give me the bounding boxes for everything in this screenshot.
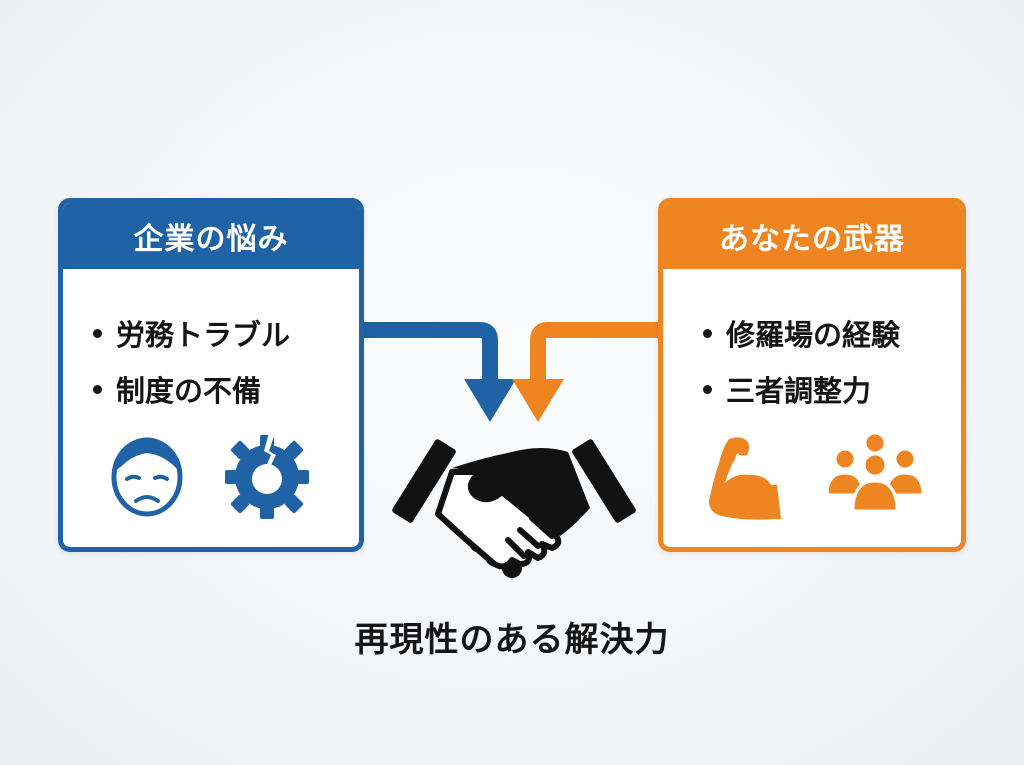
problem-list: 労務トラブル 制度の不備	[93, 307, 290, 419]
list-item: 労務トラブル	[93, 307, 290, 363]
panel-title: 企業の悩み	[63, 203, 359, 269]
list-item: 修羅場の経験	[703, 307, 900, 363]
broken-gear-icon	[225, 433, 309, 519]
blue-arrow	[364, 322, 516, 422]
company-problems-panel: 企業の悩み 労務トラブル 制度の不備	[58, 198, 364, 552]
handshake-icon	[392, 439, 636, 578]
strength-list: 修羅場の経験 三者調整力	[703, 307, 900, 419]
result-caption: 再現性のある解決力	[354, 620, 670, 660]
list-item: 三者調整力	[703, 363, 900, 419]
flexed-arm-icon	[709, 437, 781, 520]
your-strengths-panel: あなたの武器 修羅場の経験 三者調整力	[658, 198, 966, 552]
panel-title: あなたの武器	[663, 203, 961, 269]
bullet-icon	[93, 384, 102, 394]
orange-arrow	[512, 322, 658, 422]
list-item: 制度の不備	[93, 363, 290, 419]
group-icon	[825, 431, 925, 513]
bullet-icon	[93, 328, 102, 338]
bullet-icon	[703, 384, 712, 394]
sad-face-icon	[111, 437, 183, 517]
bullet-icon	[703, 328, 712, 338]
